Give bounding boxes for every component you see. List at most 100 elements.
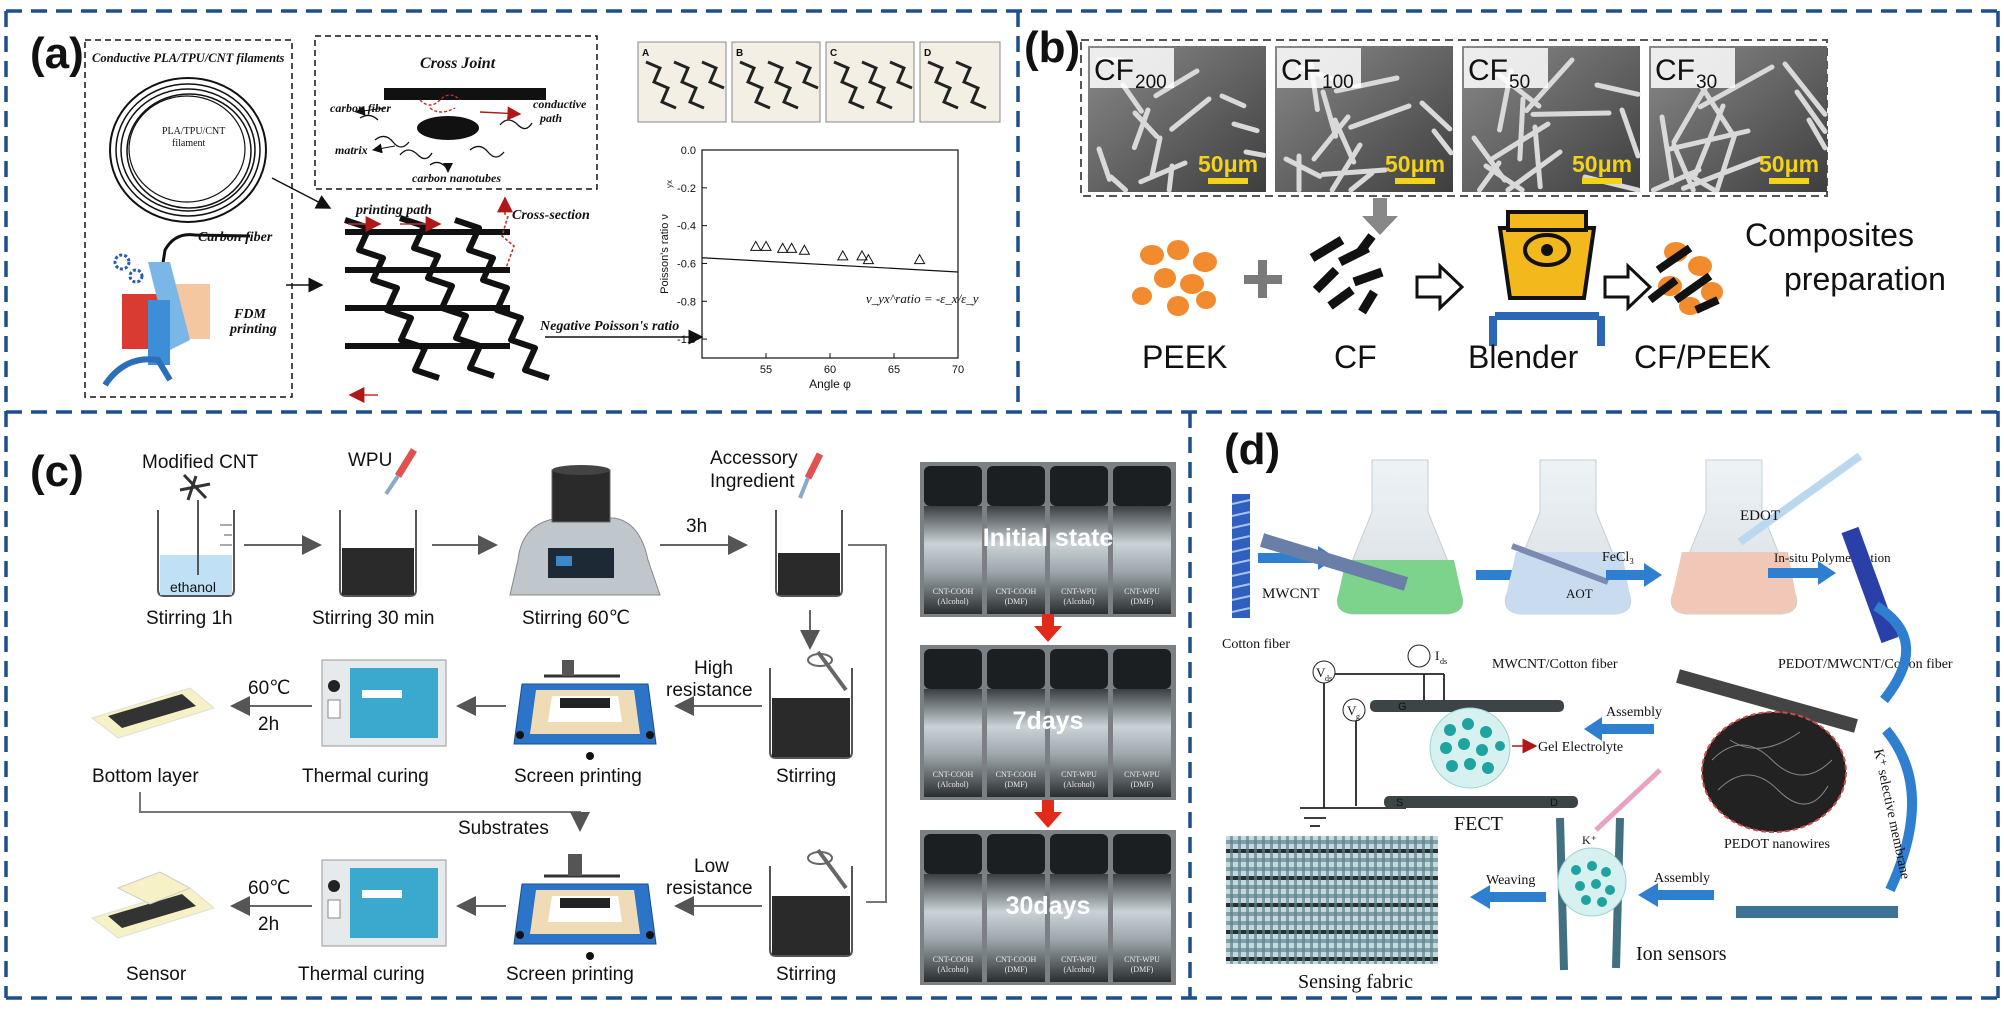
vial-body	[987, 689, 1045, 797]
vial-solvent: (Alcohol)	[937, 597, 968, 606]
sem-label-sub: 100	[1322, 72, 1354, 93]
thumb-label-b: B	[736, 48, 743, 59]
vial-cap	[1113, 649, 1171, 689]
y-tick-label: -0.4	[677, 221, 696, 233]
fabric-weft	[1226, 930, 1438, 934]
fdm-printer-icon	[102, 253, 210, 387]
fabric-warp	[1270, 836, 1273, 964]
stirring-1h-label: Stirring 1h	[146, 608, 233, 629]
vial-body	[1113, 506, 1171, 614]
vial-solvent: (DMF)	[1005, 597, 1028, 606]
vial-solvent: (DMF)	[1131, 965, 1154, 974]
sensing-fabric-icon	[1226, 836, 1438, 964]
fabric-warp	[1422, 836, 1425, 964]
vial-solvent: (Alcohol)	[1063, 780, 1094, 789]
auxetic-lattice	[344, 215, 550, 381]
d-label: D	[1550, 797, 1558, 809]
time-top-label: 2h	[258, 714, 279, 735]
cf-fibers-icon	[1309, 233, 1384, 315]
fabric-warp	[1334, 836, 1337, 964]
temp-top-label: 60℃	[248, 678, 290, 699]
cf-peek-composite-icon	[1647, 242, 1723, 315]
cj-conductive	[419, 94, 461, 113]
cj-conductive-1: conductive	[533, 97, 587, 111]
vial-label: CNT-WPU	[1061, 587, 1097, 596]
data-point-triangle	[836, 249, 849, 261]
vial-cap	[987, 834, 1045, 874]
gate-fiber	[1370, 700, 1564, 712]
fiber-strand	[1680, 156, 1763, 191]
cross-joint-box	[314, 35, 598, 190]
k-plus-label: K⁺	[1582, 833, 1597, 847]
beaker-wpu	[339, 510, 417, 597]
low-resistance-1: Low	[694, 856, 729, 877]
sem-label: CF	[1468, 54, 1508, 87]
vial-body	[924, 874, 982, 982]
vial-body	[1050, 506, 1108, 614]
fabric-warp	[1398, 836, 1401, 964]
flask-green	[1259, 459, 1464, 615]
fabric-weft	[1226, 876, 1438, 880]
vds-label: V	[1316, 665, 1326, 680]
vg-label: V	[1347, 703, 1357, 718]
fabric-warp	[1246, 836, 1249, 964]
fecl3-label: FeCl₃	[1602, 550, 1634, 565]
vial-cap	[924, 466, 982, 506]
fabric-warp	[1406, 836, 1409, 964]
y-tick-label: -0.6	[677, 258, 696, 270]
vial-photo-1: CNT-COOH(Alcohol)CNT-COOH(DMF)CNT-WPU(Al…	[920, 645, 1176, 800]
fiber-strand	[1794, 89, 1828, 134]
fiber-strand	[1153, 68, 1200, 99]
data-point-triangle	[856, 249, 868, 261]
vial-solvent: (DMF)	[1131, 780, 1154, 789]
vial-cap	[924, 834, 982, 874]
photo-state-label: 7days	[1013, 707, 1084, 735]
vial-photos: CNT-COOH(Alcohol)CNT-COOH(DMF)CNT-WPU(Al…	[920, 462, 1176, 985]
fiber-strand	[1231, 121, 1260, 134]
fiber-strand	[1532, 124, 1543, 190]
g-label: G	[1398, 701, 1407, 713]
source-drain-fiber	[1384, 796, 1578, 808]
thumb-b: B	[731, 41, 821, 123]
stirring-60-label: Stirring 60℃	[522, 608, 630, 629]
panel-a-letter: (a)	[30, 29, 84, 78]
curing-oven-top	[321, 659, 447, 747]
bracket-bottom	[139, 792, 590, 832]
screen-printer-top	[513, 660, 657, 760]
photo-state-label: 30days	[1006, 892, 1091, 920]
high-resistance-2: resistance	[666, 680, 753, 701]
fiber-strand	[1329, 142, 1363, 193]
thumb-a: A	[637, 41, 727, 123]
fabric-warp	[1238, 836, 1241, 964]
cj-cnt: carbon nanotubes	[412, 171, 501, 185]
fiber-strand	[1650, 167, 1702, 193]
mwcnt-label: MWCNT	[1262, 586, 1320, 602]
vial-label: CNT-WPU	[1124, 587, 1160, 596]
scale-bar	[1395, 178, 1435, 184]
vial-label: CNT-COOH	[933, 587, 974, 596]
hollow-arrow-1	[1415, 262, 1465, 312]
thermal-curing-bottom-label: Thermal curing	[298, 964, 425, 985]
cnt-cluster-icon	[179, 473, 211, 501]
substrates-label: Substrates	[458, 818, 549, 839]
printing-path-arrows	[348, 196, 515, 403]
panel-b-letter: (b)	[1024, 23, 1080, 72]
carbon-fiber-line	[153, 233, 251, 316]
carbon-fiber-label: Carbon fiber	[198, 230, 273, 245]
sem-label-bg	[1651, 48, 1735, 88]
cj-conductive-2: path	[539, 111, 562, 125]
stirring-high-label: Stirring	[776, 766, 836, 787]
screen-printing-top-label: Screen printing	[514, 766, 642, 787]
sample-thumbnails: A B C D	[637, 41, 1001, 123]
printing-path-label: printing path	[355, 203, 432, 218]
vial-cap	[987, 466, 1045, 506]
gel-electrolyte-icon	[1429, 707, 1511, 789]
vial-label: CNT-COOH	[933, 955, 974, 964]
ethanol-label: ethanol	[170, 579, 216, 595]
vial-solvent: (DMF)	[1005, 780, 1028, 789]
hollow-arrow-2	[1603, 262, 1653, 312]
cf-peek-label: CF/PEEK	[1634, 339, 1771, 375]
vial-body	[987, 874, 1045, 982]
ids-sub: ds	[1440, 657, 1447, 666]
negative-poisson-label: Negative Poisson's ratio	[539, 319, 679, 334]
